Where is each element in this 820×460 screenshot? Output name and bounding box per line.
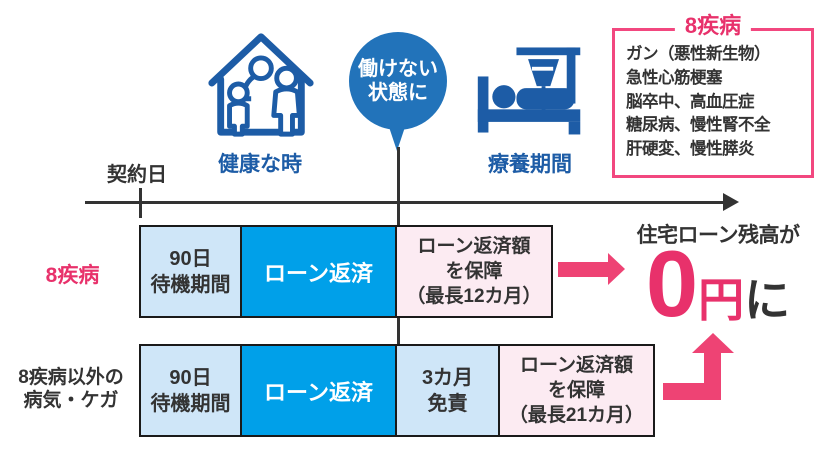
row2-waiting-period-cell: 90日 待機期間 [139, 344, 242, 437]
eight-diseases-box: 8疾病 ガン（悪性新生物） 急性心筋梗塞 脳卒中、高血圧症 糖尿病、慢性腎不全 … [612, 13, 814, 178]
house-family-icon [208, 33, 314, 137]
row1-loan-repayment-cell: ローン返済 [240, 225, 397, 318]
unable-to-work-bubble: 働けない 状態に [349, 32, 447, 130]
row1-coverage-cell: ローン返済額 を保障 （最長12カ月） [395, 225, 553, 318]
result-arrow-icon [608, 253, 625, 285]
result-yen-unit: 円 [698, 274, 745, 326]
eight-diseases-title: 8疾病 [674, 13, 752, 39]
row2-label-other-illness: 8疾病以外の 病気・ケガ [18, 367, 124, 412]
timeline-line [85, 201, 725, 204]
result-arrow-shaft [558, 262, 608, 277]
contract-date-tick [139, 188, 142, 218]
bubble-tail-pointer [388, 124, 406, 151]
result-zero-digit: 0 [645, 231, 699, 336]
row1-label-eight-diseases: 8疾病 [45, 264, 100, 287]
row1-waiting-period-cell: 90日 待機期間 [139, 225, 242, 318]
disease-item: ガン（悪性新生物） [626, 45, 771, 63]
event-vertical-line-upper [397, 147, 400, 225]
event-vertical-line-middle [397, 317, 400, 345]
row2-exemption-cell: 3カ月 免責 [395, 344, 500, 437]
result-prefix-text: 住宅ローン残高が [636, 224, 800, 247]
healthy-stage-label: 健康な時 [218, 153, 302, 176]
result-amount: 0 円 に [630, 231, 806, 336]
row2-coverage-cell: ローン返済額 を保障 （最長21カ月） [498, 344, 655, 437]
timeline-arrowhead-icon [723, 193, 739, 211]
unable-to-work-text: 働けない 状態に [358, 57, 438, 104]
contract-date-label: 契約日 [107, 164, 167, 186]
row2-loan-repayment-cell: ローン返済 [240, 344, 397, 437]
recuperation-stage-label: 療養期間 [488, 153, 572, 176]
disease-item: 糖尿病、慢性腎不全 [626, 116, 771, 135]
hospital-bed-icon [477, 47, 581, 135]
eight-diseases-list: ガン（悪性新生物） 急性心筋梗塞 脳卒中、高血圧症 糖尿病、慢性腎不全 肝硬変、… [615, 31, 811, 162]
disease-item: 肝硬変、慢性膵炎 [626, 140, 755, 158]
up-arrow-vertical-bar [704, 350, 721, 400]
up-arrow-icon [692, 333, 734, 353]
disease-item: 急性心筋梗塞 [626, 68, 723, 87]
result-particle: に [744, 274, 791, 326]
disease-item: 脳卒中、高血圧症 [626, 92, 755, 111]
